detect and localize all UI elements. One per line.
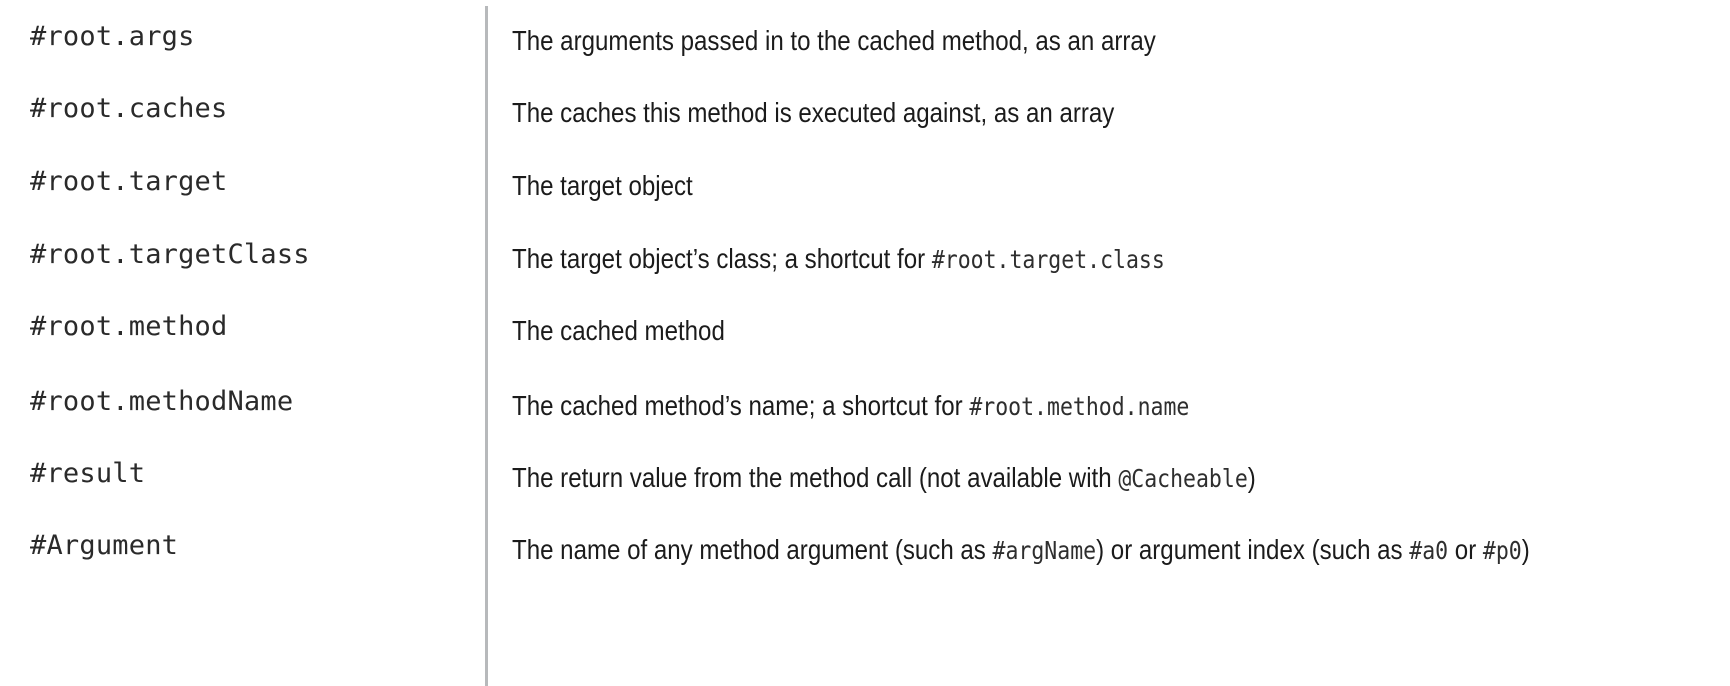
- inline-code: #root.method.name: [969, 392, 1190, 421]
- column-divider: [485, 6, 488, 686]
- description-text: The target object’s class; a shortcut fo…: [512, 243, 932, 274]
- expression-name: #root.caches: [30, 93, 228, 124]
- description-text: The cached method: [512, 315, 725, 346]
- description-text: The name of any method argument (such as: [512, 534, 993, 565]
- expression-name: #root.target: [30, 166, 228, 197]
- expression-description: The target object: [512, 165, 1553, 207]
- description-text: or: [1448, 534, 1483, 565]
- inline-code: #a0: [1409, 536, 1449, 565]
- expression-description: The cached method: [512, 310, 1553, 352]
- expression-name: #root.method: [30, 311, 228, 342]
- expression-description: The target object’s class; a shortcut fo…: [512, 238, 1553, 281]
- description-text: ): [1521, 534, 1530, 565]
- expression-description: The name of any method argument (such as…: [512, 529, 1553, 572]
- expression-name: #root.methodName: [30, 386, 294, 417]
- description-text: The cached method’s name; a shortcut for: [512, 390, 970, 421]
- description-text: The return value from the method call (n…: [512, 462, 1119, 493]
- expression-description: The arguments passed in to the cached me…: [512, 20, 1553, 62]
- expression-name: #root.targetClass: [30, 239, 310, 270]
- inline-code: #p0: [1482, 536, 1522, 565]
- description-text: ): [1247, 462, 1256, 493]
- expression-description: The return value from the method call (n…: [512, 457, 1553, 500]
- expression-name: #root.args: [30, 21, 195, 52]
- description-text: ) or argument index (such as: [1096, 534, 1410, 565]
- inline-code: @Cacheable: [1118, 464, 1248, 493]
- inline-code: #argName: [992, 536, 1097, 565]
- inline-code: #root.target.class: [931, 245, 1165, 274]
- expression-name: #Argument: [30, 530, 179, 561]
- expression-description: The caches this method is executed again…: [512, 92, 1553, 134]
- description-text: The caches this method is executed again…: [512, 97, 1115, 128]
- expression-name: #result: [30, 458, 146, 489]
- description-text: The target object: [512, 170, 693, 201]
- description-text: The arguments passed in to the cached me…: [512, 25, 1156, 56]
- expression-description: The cached method’s name; a shortcut for…: [512, 385, 1553, 428]
